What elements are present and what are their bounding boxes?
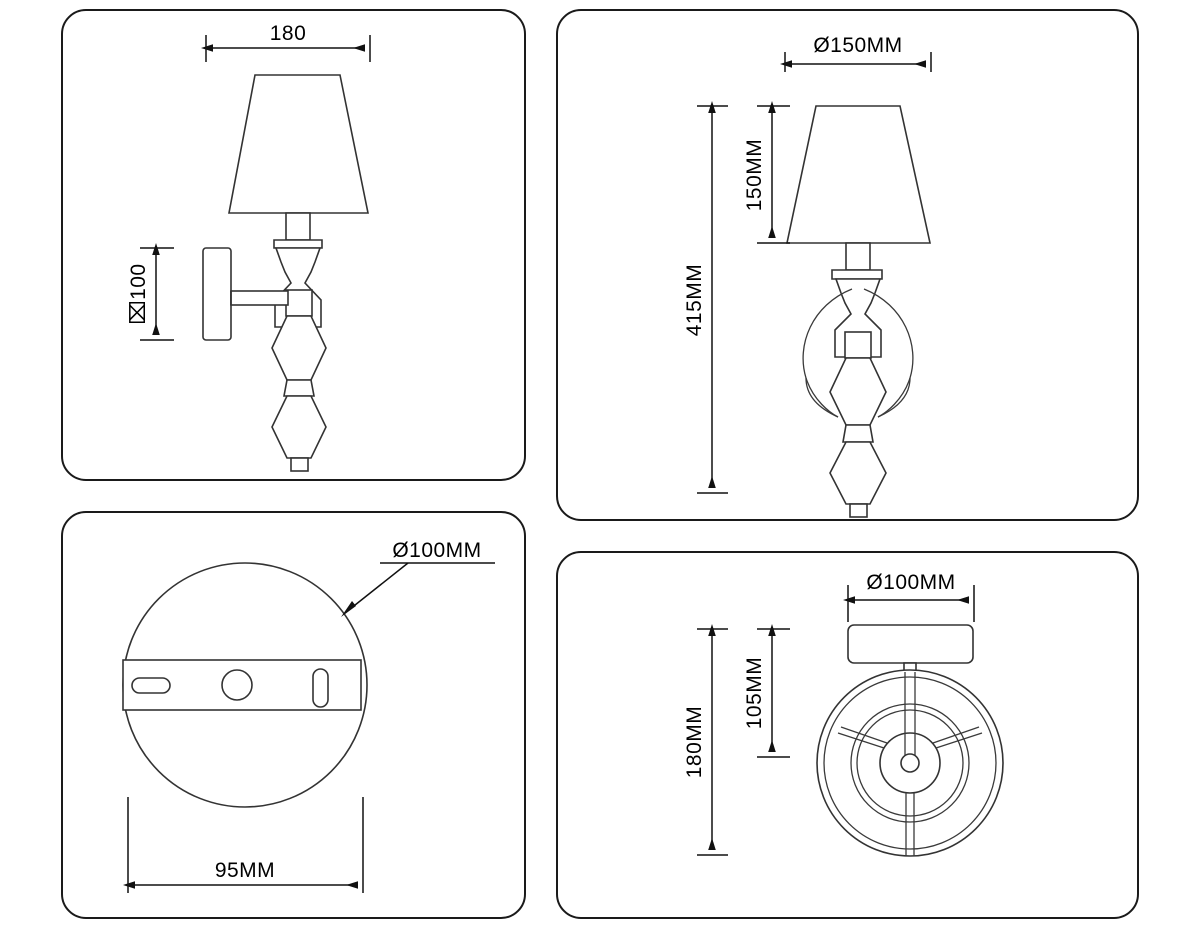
front-elevation-drawing: Ø150MM 150MM 415MM bbox=[683, 34, 932, 518]
lower-diamond-front bbox=[829, 441, 887, 505]
lamp-shade-front bbox=[786, 105, 931, 244]
panel-frame-side-elevation bbox=[61, 9, 526, 481]
glass-oval-front bbox=[802, 288, 914, 418]
dimension-label-180: 180 bbox=[270, 22, 307, 45]
middle-diamond-front bbox=[829, 357, 887, 426]
panel-frame-top-plan bbox=[556, 551, 1139, 919]
dimension-label-95: 95MM bbox=[215, 859, 275, 882]
dimension-label-415mm: 415MM bbox=[683, 264, 706, 337]
wall-plate-plan-drawing: Ø100MM 95MM bbox=[122, 539, 495, 893]
dimension-depth-100: ⌧100 bbox=[127, 243, 174, 341]
shade-neck-front bbox=[831, 242, 883, 280]
dimension-label-150mm: 150MM bbox=[743, 139, 766, 212]
slot-right bbox=[312, 668, 329, 708]
bottom-tip-front bbox=[849, 503, 868, 518]
dimension-canopy-diameter-100: Ø100MM bbox=[843, 571, 975, 622]
side-elevation-drawing: 180 ⌧100 bbox=[127, 22, 371, 472]
lower-diamond-side bbox=[271, 395, 327, 459]
panel-frame-wall-plate-plan bbox=[61, 511, 526, 919]
waist-spool-front bbox=[842, 424, 874, 443]
plan-center-hole bbox=[900, 753, 920, 773]
wall-arm-side bbox=[230, 290, 289, 306]
bottom-tip-side bbox=[290, 457, 309, 472]
dimension-label-depth-100: ⌧100 bbox=[127, 263, 150, 324]
panel-frame-front-elevation bbox=[556, 9, 1139, 521]
canopy-plan bbox=[847, 624, 974, 664]
center-hole bbox=[221, 669, 253, 701]
shade-spokes bbox=[837, 726, 983, 856]
center-cube-side bbox=[285, 289, 313, 317]
dimension-label-shade-dia-150: Ø150MM bbox=[813, 34, 902, 57]
dimension-shade-depth-180: 180MM bbox=[683, 624, 728, 856]
dimension-overall-height-415: 415MM bbox=[683, 101, 728, 494]
dimension-projection-105: 105MM bbox=[743, 624, 790, 758]
dimension-width-180: 180 bbox=[201, 22, 371, 62]
slot-left bbox=[131, 677, 171, 694]
dimension-shade-diameter-150: Ø150MM bbox=[780, 34, 932, 72]
waist-spool-side bbox=[283, 379, 315, 397]
dimension-label-canopy-dia-100: Ø100MM bbox=[866, 571, 955, 594]
dimension-plate-span-95: 95MM bbox=[123, 797, 364, 893]
dimension-label-105mm: 105MM bbox=[743, 657, 766, 730]
plan-stem-line bbox=[904, 672, 916, 757]
top-plan-drawing: Ø100MM 105MM 180MM bbox=[683, 571, 1004, 857]
lamp-shade-side bbox=[228, 74, 369, 214]
dimension-label-180mm: 180MM bbox=[683, 706, 706, 779]
center-cube-front bbox=[844, 331, 872, 359]
dimension-label-plate-dia-100: Ø100MM bbox=[392, 539, 481, 562]
wall-plate-side bbox=[202, 247, 232, 341]
shade-neck-side bbox=[273, 212, 323, 249]
dimension-plate-diameter-100: Ø100MM bbox=[341, 539, 495, 617]
dimension-shade-height-150: 150MM bbox=[743, 101, 790, 244]
